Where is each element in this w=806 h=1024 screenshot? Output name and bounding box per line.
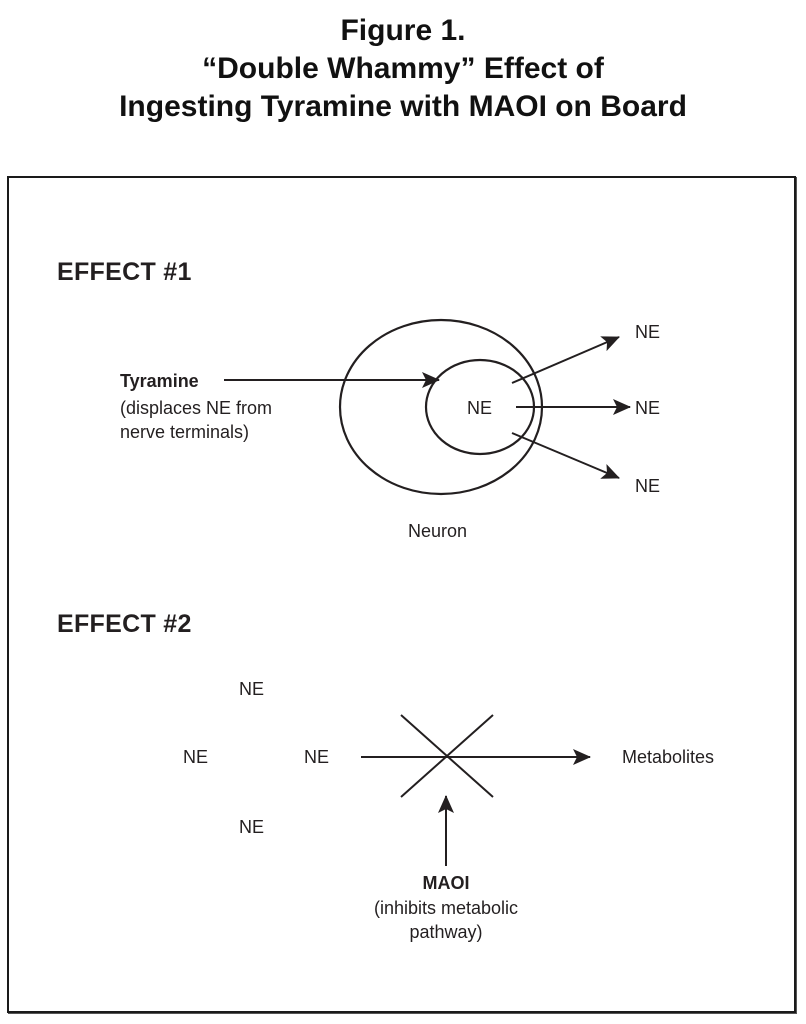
tyramine-description-line-1: (displaces NE from: [120, 398, 273, 418]
ne-label-bottom: NE: [239, 817, 265, 837]
figure-title-line-3: Ingesting Tyramine with MAOI on Board: [119, 90, 687, 123]
ne-release-arrow-down: [511, 432, 620, 479]
released-ne-label-middle: NE: [635, 398, 661, 418]
ne-label-right: NE: [304, 747, 330, 767]
tyramine-description-line-2: nerve terminals): [120, 422, 250, 442]
metabolites-label: Metabolites: [622, 747, 715, 767]
effect-1-heading: EFFECT #1: [57, 258, 192, 286]
ne-label-left: NE: [183, 747, 209, 767]
blocked-x-line-2: [400, 714, 494, 798]
maoi-label: MAOI: [422, 873, 470, 893]
released-ne-label-bottom: NE: [635, 476, 661, 496]
tyramine-label: Tyramine: [120, 371, 199, 391]
figure-frame: [7, 176, 796, 1013]
ne-release-arrow-up: [511, 336, 620, 384]
effect-2-heading: EFFECT #2: [57, 610, 192, 638]
ne-label-top: NE: [239, 679, 265, 699]
neuron-outer-ellipse: [338, 318, 544, 496]
maoi-description-line-2: pathway): [409, 922, 483, 942]
released-ne-label-top: NE: [635, 322, 661, 342]
figure-title-line-2: “Double Whammy” Effect of: [202, 52, 604, 85]
neuron-label: Neuron: [408, 521, 468, 541]
figure-title-line-1: Figure 1.: [340, 14, 466, 47]
inner-ne-label: NE: [467, 398, 493, 418]
maoi-description-line-1: (inhibits metabolic: [373, 898, 519, 918]
